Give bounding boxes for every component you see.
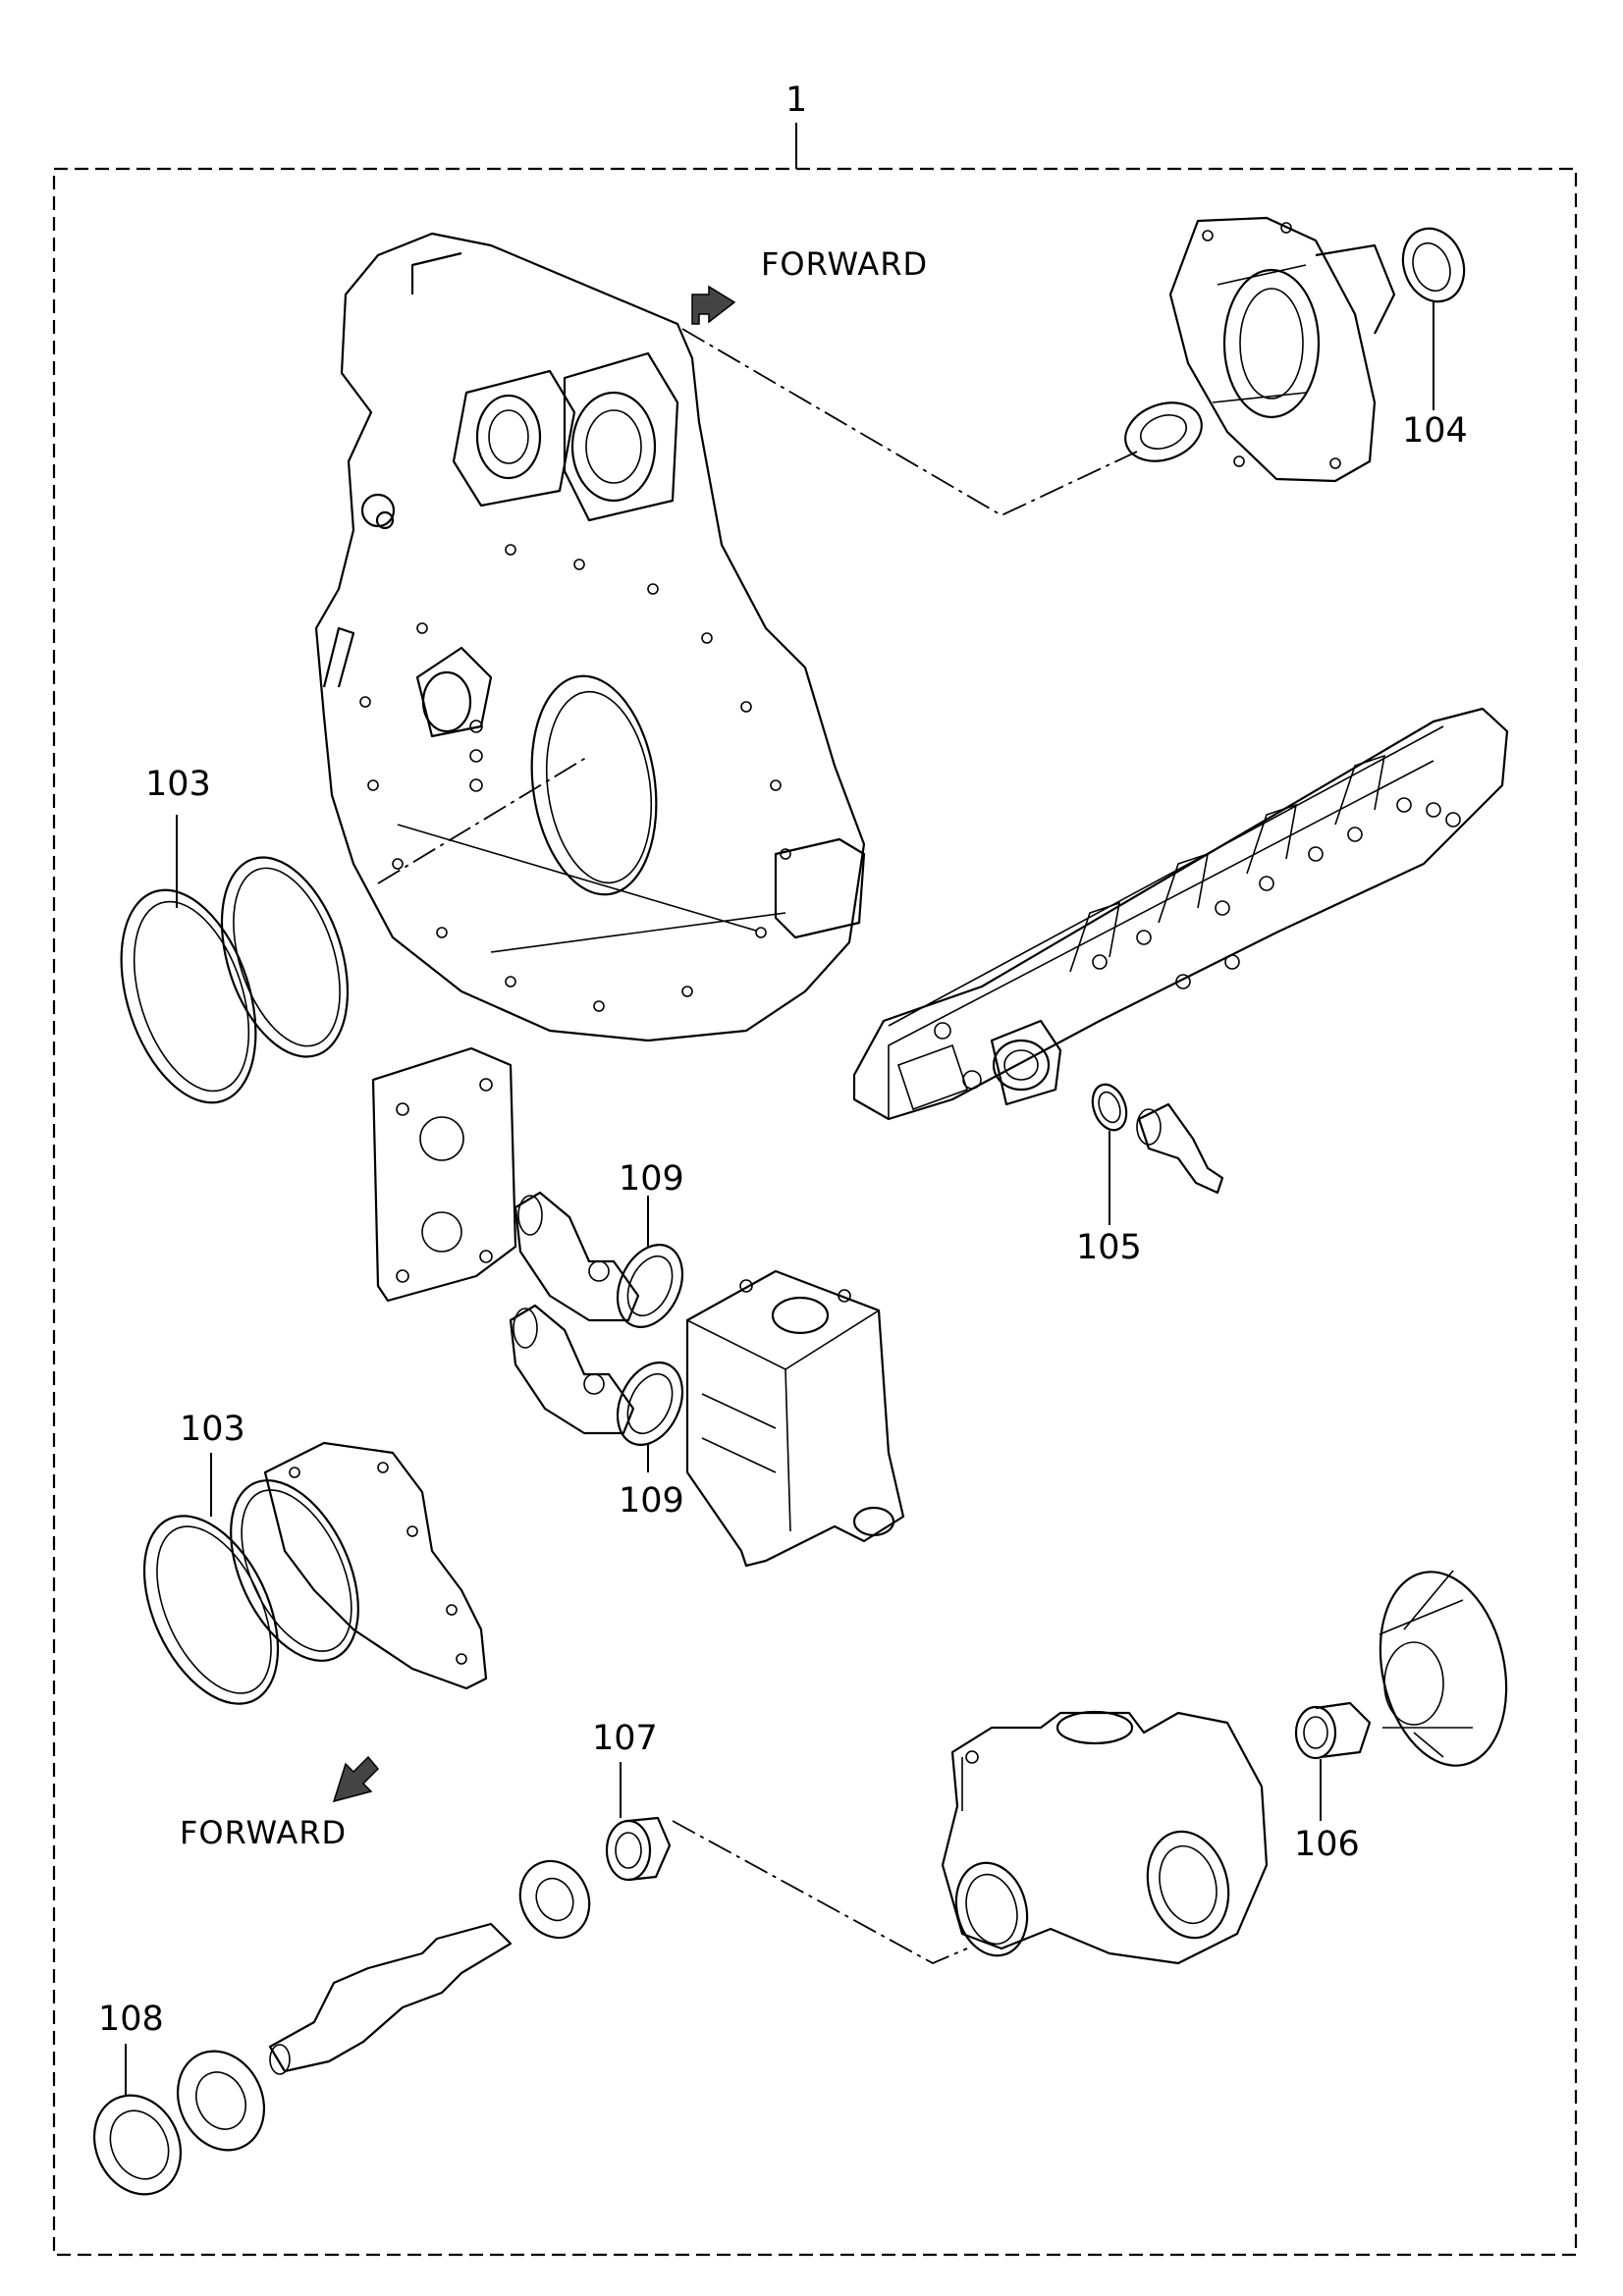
forward-indicator-lower: FORWARD: [180, 1755, 380, 1851]
callout-103-lower[interactable]: 103: [180, 1410, 245, 1449]
part-106-seal: [1294, 1701, 1372, 1760]
callout-109-lower[interactable]: 109: [619, 1481, 684, 1521]
part-103-oil-seal-upper: [120, 856, 350, 1104]
part-109-seal-upper: [616, 1244, 684, 1328]
callout-104[interactable]: 104: [1402, 411, 1468, 451]
forward-indicator-upper: FORWARD: [691, 245, 928, 325]
assembly-line-housing-cover: [681, 328, 1138, 517]
thermostat-housing: [685, 1269, 905, 1568]
assembly-line-seal-housing: [377, 755, 590, 884]
thermo-sensor: [1136, 1102, 1224, 1195]
callout-108[interactable]: 108: [98, 2000, 164, 2039]
forward-label: FORWARD: [180, 1814, 347, 1851]
part-104-seal: [1401, 227, 1466, 303]
callout-105[interactable]: 105: [1076, 1228, 1142, 1267]
callout-106[interactable]: 106: [1294, 1825, 1360, 1864]
cover-bearing-seal: [1124, 401, 1203, 462]
forward-label: FORWARD: [761, 245, 928, 283]
thermostat-lower: [509, 1304, 635, 1435]
pump-bearing-lower: [176, 2050, 266, 2152]
pump-bearing-upper: [518, 1859, 591, 1940]
part-105-seal-ring: [1091, 1083, 1128, 1132]
part-108-seal: [92, 2094, 183, 2196]
water-pump-body: [941, 1710, 1269, 1965]
part-107-seal: [605, 1816, 672, 1882]
pump-shaft: [268, 1922, 513, 2075]
part-109-seal-lower: [616, 1362, 684, 1446]
assembly-line-shaft-pump: [672, 1820, 968, 1964]
flywheel-housing: [314, 232, 866, 1042]
callout-109-upper[interactable]: 109: [619, 1159, 684, 1199]
thermostat-cover: [371, 1046, 517, 1303]
thermostat-upper: [514, 1191, 640, 1322]
part-103-oil-seal-lower: [142, 1479, 359, 1705]
callout-107[interactable]: 107: [592, 1719, 658, 1758]
forward-arrow-icon: [691, 285, 736, 325]
rear-cover: [1168, 216, 1396, 483]
water-manifold: [852, 707, 1509, 1121]
callout-103-upper[interactable]: 103: [145, 765, 211, 804]
manifold-ports: [1092, 797, 1461, 989]
manifold-bosses: [1069, 754, 1386, 973]
kit-boundary-frame: [52, 167, 1578, 2257]
water-pump-impeller: [1379, 1570, 1508, 1767]
housing-bolt-holes: [359, 544, 791, 1012]
forward-arrow-icon: [332, 1755, 380, 1803]
timing-gear-case: [263, 1441, 488, 1690]
callout-1[interactable]: 1: [785, 80, 807, 120]
